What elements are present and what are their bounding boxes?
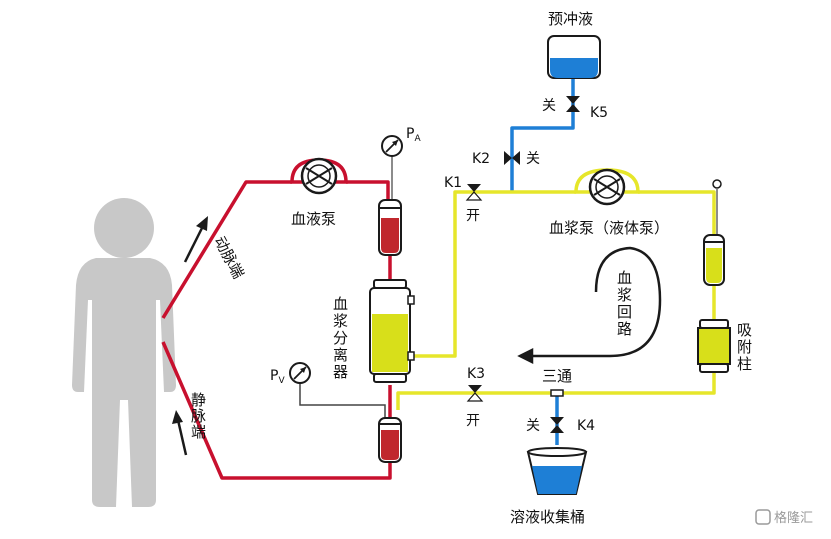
artery-end-label: 动脉端 bbox=[210, 233, 247, 281]
plasma-loop-label: 血浆回路 bbox=[615, 270, 633, 338]
k2-label: K2 bbox=[472, 151, 490, 167]
k4-label: K4 bbox=[577, 418, 595, 434]
valve-k3-icon[interactable] bbox=[466, 385, 484, 402]
k1-label: K1 bbox=[444, 175, 462, 191]
waste-bucket-label: 溶液收集桶 bbox=[510, 508, 585, 526]
saline-line bbox=[510, 78, 575, 192]
k2-state: 关 bbox=[526, 151, 540, 167]
venous-arrow-icon bbox=[172, 410, 188, 456]
blood-pump-icon bbox=[290, 157, 348, 195]
adsorption-column-icon bbox=[697, 319, 731, 373]
pv-tube bbox=[299, 372, 386, 418]
blood-pump-label: 血液泵 bbox=[291, 210, 336, 228]
pa-label: PA bbox=[406, 126, 421, 144]
valve-k1-icon[interactable] bbox=[465, 184, 483, 201]
venous-drip-chamber-icon bbox=[378, 417, 402, 463]
plasma-separator-icon bbox=[369, 279, 415, 383]
arterial-arrow-icon bbox=[183, 216, 208, 263]
pressure-gauge-a-icon bbox=[381, 135, 403, 157]
valve-k5-icon[interactable] bbox=[566, 96, 580, 112]
watermark-logo: 格隆汇 bbox=[755, 509, 813, 526]
k3-label: K3 bbox=[467, 366, 485, 382]
vein-end-label: 静脉端 bbox=[189, 392, 207, 440]
k5-state: 关 bbox=[542, 98, 556, 114]
waste-bucket-icon bbox=[526, 447, 588, 495]
k3-state: 开 bbox=[466, 413, 480, 429]
pressure-gauge-v-icon bbox=[289, 362, 311, 384]
plasma-separator-label: 血浆分离器 bbox=[331, 296, 349, 381]
k5-label: K5 bbox=[590, 105, 608, 121]
pv-label: PV bbox=[270, 368, 285, 386]
prime-fluid-label: 预冲液 bbox=[548, 10, 593, 28]
blood-circuit bbox=[161, 180, 392, 480]
adsorption-column-label: 吸附柱 bbox=[735, 322, 753, 373]
three-way-label: 三通 bbox=[542, 367, 572, 385]
human-figure bbox=[72, 198, 176, 507]
watermark-text: 格隆汇 bbox=[774, 510, 813, 526]
valve-k2-icon[interactable] bbox=[504, 151, 520, 165]
plasma-loop-arrow-icon bbox=[517, 246, 662, 365]
k1-state: 开 bbox=[466, 208, 480, 224]
plasma-pump-icon bbox=[574, 168, 640, 206]
plasma-pump-label: 血浆泵（液体泵） bbox=[549, 219, 669, 237]
three-way-icon bbox=[550, 389, 564, 397]
k4-state: 关 bbox=[526, 418, 540, 434]
arterial-drip-chamber-icon bbox=[378, 199, 402, 256]
valve-k4-icon[interactable] bbox=[550, 417, 564, 433]
prime-bag-icon bbox=[547, 35, 601, 79]
plasma-drip-chamber-icon bbox=[703, 179, 725, 286]
